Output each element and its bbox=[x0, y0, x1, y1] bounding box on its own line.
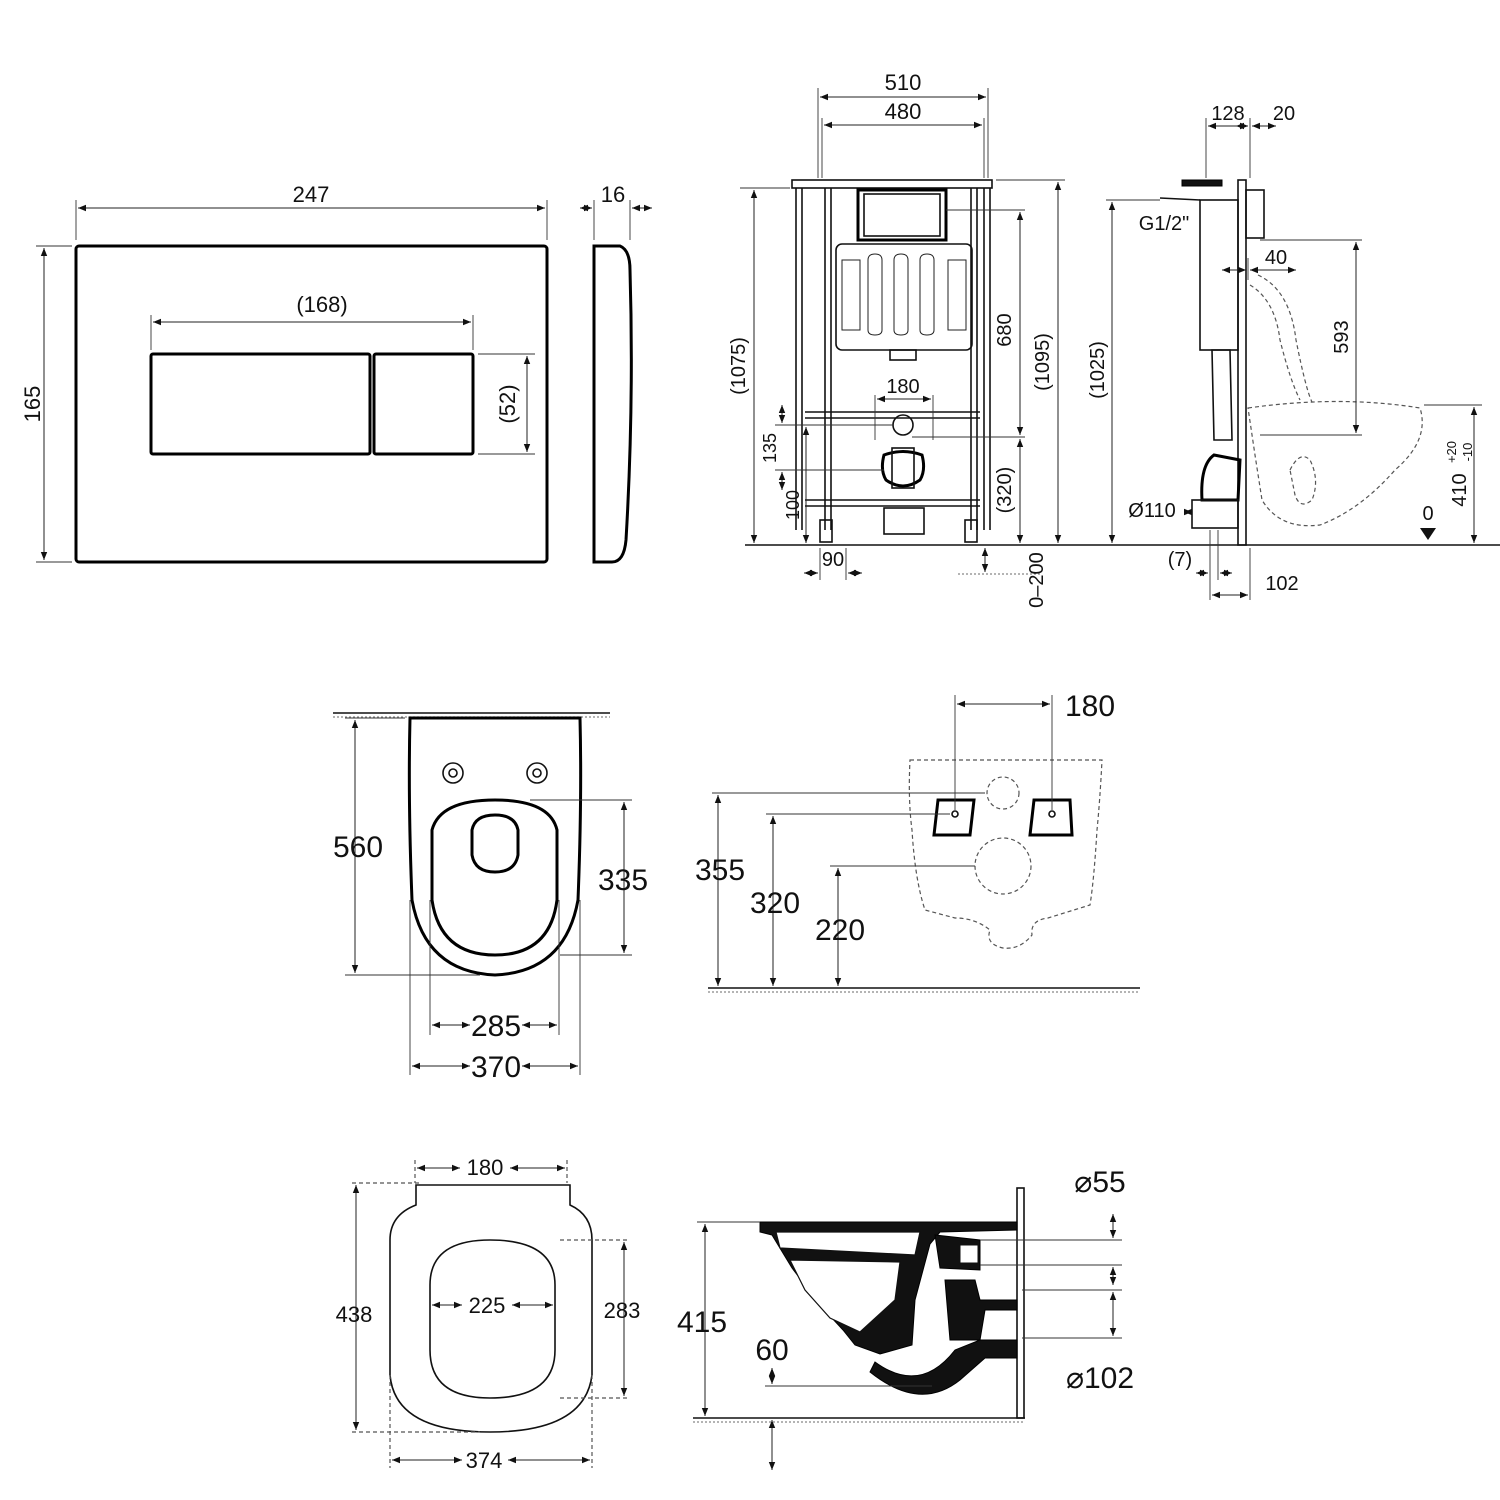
bowl-rim bbox=[430, 798, 559, 957]
label-283: 283 bbox=[604, 1298, 641, 1323]
flush-button-small bbox=[372, 352, 475, 456]
label-320-mount: 320 bbox=[750, 887, 800, 920]
label-110: Ø110 bbox=[1128, 500, 1175, 522]
label-1075: (1075) bbox=[728, 337, 750, 395]
label-410: 410 bbox=[1449, 473, 1471, 506]
label-680: 680 bbox=[994, 313, 1016, 346]
label-102-side: 102 bbox=[1265, 573, 1298, 595]
flush-button-large bbox=[149, 352, 372, 456]
bowl-outline bbox=[407, 716, 583, 977]
label-593: 593 bbox=[1331, 320, 1353, 353]
mount-bracket-right bbox=[1028, 798, 1074, 837]
label-180-mount: 180 bbox=[1065, 690, 1115, 723]
label-g12: G1/2" bbox=[1139, 213, 1189, 235]
label-180-seat: 180 bbox=[467, 1155, 504, 1180]
seat-outline bbox=[389, 1184, 593, 1433]
label-1095: (1095) bbox=[1032, 333, 1054, 391]
label-320-frame: (320) bbox=[994, 467, 1016, 514]
flush-plate-side-view: 16 bbox=[580, 182, 652, 564]
label-285: 285 bbox=[471, 1010, 521, 1043]
label-1025: (1025) bbox=[1087, 341, 1109, 399]
bowl-top-view: 560 335 285 370 bbox=[333, 712, 648, 1084]
label-55: ⌀55 bbox=[1074, 1166, 1125, 1199]
label-52: (52) bbox=[495, 384, 520, 423]
label-20: 20 bbox=[1273, 103, 1295, 125]
label-7: (7) bbox=[1168, 549, 1192, 571]
label-225: 225 bbox=[469, 1293, 506, 1318]
label-355: 355 bbox=[695, 854, 745, 887]
flush-plate-view: 247 165 (168) (52) bbox=[20, 182, 549, 564]
floor-marker-icon bbox=[1420, 528, 1436, 540]
bowl-section-view: 415 60 ⌀55 ⌀102 bbox=[677, 1166, 1134, 1470]
label-410-minus: -10 bbox=[1460, 443, 1475, 462]
mount-bracket-left bbox=[932, 798, 976, 837]
installation-frame-front: 510 480 (1075) (1095) 680 (320) 180 135 … bbox=[728, 70, 1500, 608]
label-90: 90 bbox=[822, 549, 844, 571]
label-560: 560 bbox=[333, 831, 383, 864]
label-165: 165 bbox=[20, 386, 45, 423]
label-510: 510 bbox=[885, 70, 922, 95]
label-0-200: 0–200 bbox=[1026, 552, 1048, 608]
flush-plate-profile bbox=[592, 244, 633, 564]
bowl-mounting-pattern: 180 355 320 220 bbox=[695, 690, 1140, 993]
label-100: 100 bbox=[783, 490, 803, 520]
label-135: 135 bbox=[760, 433, 780, 463]
label-335: 335 bbox=[598, 864, 648, 897]
label-438: 438 bbox=[336, 1302, 373, 1327]
installation-frame-side: 128 20 G1/2" (1025) 40 593 Ø110 (7) 102 … bbox=[1087, 103, 1482, 600]
label-16: 16 bbox=[601, 182, 625, 207]
inlet-hole bbox=[986, 776, 1020, 810]
mount-hole-right bbox=[526, 762, 548, 784]
bowl-opening bbox=[470, 813, 520, 874]
drain-elbow bbox=[880, 450, 926, 488]
label-60: 60 bbox=[755, 1334, 788, 1367]
label-410-plus: +20 bbox=[1444, 441, 1459, 463]
flush-plate-outline bbox=[74, 244, 549, 564]
trap-outlet bbox=[869, 1339, 1018, 1395]
label-480: 480 bbox=[885, 99, 922, 124]
bowl-back-outline bbox=[908, 759, 1103, 949]
side-drain-elbow bbox=[1200, 453, 1242, 502]
label-102-bowl: ⌀102 bbox=[1066, 1362, 1134, 1395]
label-180-frame: 180 bbox=[886, 376, 919, 398]
bowl-dashed-outline bbox=[1247, 400, 1423, 527]
label-40: 40 bbox=[1265, 247, 1287, 269]
mount-hole-left bbox=[442, 762, 464, 784]
label-415: 415 bbox=[677, 1306, 727, 1339]
label-168: (168) bbox=[296, 292, 347, 317]
seat-top-view: 438 283 225 180 374 bbox=[336, 1155, 641, 1473]
flush-opening bbox=[856, 188, 948, 242]
label-128: 128 bbox=[1211, 103, 1244, 125]
water-inlet-hose bbox=[1159, 197, 1201, 201]
label-220: 220 bbox=[815, 914, 865, 947]
seat-opening bbox=[429, 1239, 556, 1399]
label-247: 247 bbox=[293, 182, 330, 207]
label-floor-0: 0 bbox=[1422, 503, 1433, 525]
label-374: 374 bbox=[466, 1448, 503, 1473]
wall-plate bbox=[1016, 1187, 1025, 1419]
label-370: 370 bbox=[471, 1051, 521, 1084]
outlet-hole bbox=[974, 837, 1032, 895]
